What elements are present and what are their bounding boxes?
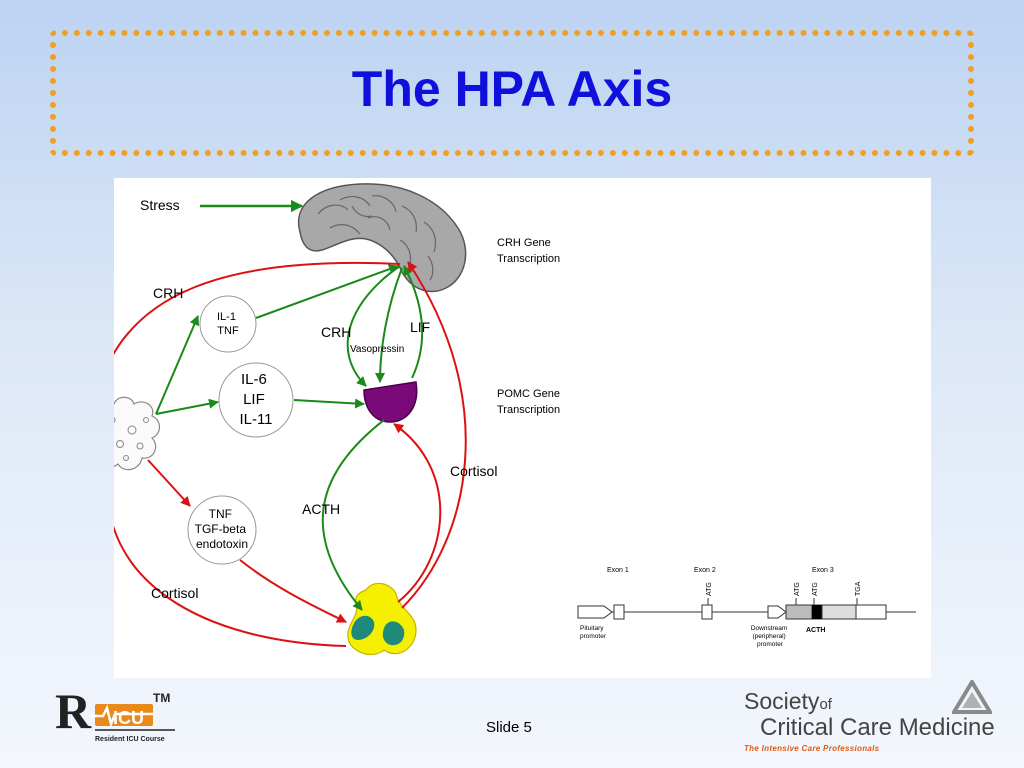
label-exon3: Exon 3 — [812, 567, 834, 574]
arrow-crh-feedback — [114, 261, 401, 356]
arrow-cortisol-to-brain — [401, 261, 467, 609]
label-pituitary-promoter: Pituitary promoter — [580, 625, 607, 640]
sccm-triangle-icon — [952, 680, 992, 714]
page-title: The HPA Axis — [351, 61, 673, 117]
ricu-logo-mark: R — [55, 684, 92, 739]
arrow-cell-to-il6 — [155, 398, 219, 415]
hpa-diagram: Stress CRH CRH LIF Vasopressin ACTH Cort… — [114, 183, 916, 655]
label-vasopressin: Vasopressin — [350, 344, 404, 355]
arrow-tnf-to-adrenal — [239, 559, 347, 623]
label-crh-gene: CRH Gene Transcription — [497, 237, 560, 265]
ricu-logo-icu: ICU — [113, 708, 144, 728]
label-cortisol-left: Cortisol — [151, 585, 198, 601]
arrow-crh-to-pituitary — [346, 265, 401, 387]
arrow-il1-to-brain — [255, 264, 399, 319]
label-pomc-gene: POMC Gene Transcription — [497, 388, 563, 416]
arrow-lif-up — [403, 265, 424, 379]
arrow-cell-to-il1 — [155, 315, 200, 415]
pomc-gene-map: Exon 1 Exon 2 Exon 3 ATG ATG ATG TGA Pit… — [577, 567, 916, 648]
label-exon1: Exon 1 — [607, 567, 629, 574]
arrow-cortisol-to-cell — [114, 524, 347, 647]
brain-icon — [297, 183, 467, 293]
pituitary-icon — [363, 381, 418, 423]
exon2-box — [701, 604, 713, 620]
pituitary-promoter-arrow — [577, 605, 613, 619]
label-exon2: Exon 2 — [694, 567, 716, 574]
label-acth: ACTH — [302, 501, 340, 517]
label-tnf-node: TNF TGF-beta endotoxin — [195, 507, 250, 551]
arrow-acth — [321, 419, 385, 611]
title-frame — [50, 30, 974, 156]
label-acth-segment: ACTH — [806, 627, 825, 634]
arrow-cell-to-tnf — [147, 459, 191, 507]
label-cortisol-right: Cortisol — [450, 463, 497, 479]
sccm-logo-tagline: The Intensive Care Professionals — [744, 744, 880, 753]
node-tnf — [187, 495, 257, 565]
sccm-logo: Societyof Critical Care Medicine The Int… — [738, 680, 1008, 756]
label-crh-left: CRH — [153, 285, 183, 301]
label-atg3: ATG — [812, 582, 819, 596]
downstream-promoter-arrow — [767, 605, 787, 619]
label-il6: IL-6 LIF IL-11 — [239, 371, 272, 428]
label-il1: IL-1 TNF — [217, 311, 239, 337]
label-tga: TGA — [855, 581, 862, 596]
label-lif-center: LIF — [410, 319, 430, 335]
adrenal-gland-icon — [347, 582, 417, 655]
ricu-logo-caption: Resident ICU Course — [95, 736, 165, 743]
arrow-vasopressin — [375, 267, 403, 383]
label-downstream-promoter: Downstream (peripheral) promoter — [751, 625, 789, 648]
exon1-box — [613, 604, 625, 620]
sccm-logo-society: Societyof — [744, 688, 832, 714]
label-stress: Stress — [140, 197, 180, 213]
node-il1 — [199, 295, 257, 353]
label-atg2: ATG — [794, 582, 801, 596]
ricu-logo-tm: TM — [153, 691, 170, 705]
arrow-cortisol-to-pituitary — [393, 423, 442, 603]
immune-cell-icon — [114, 396, 161, 471]
diagram-panel: Stress CRH CRH LIF Vasopressin ACTH Cort… — [114, 178, 931, 678]
node-il6 — [218, 362, 294, 438]
sccm-logo-of: of — [819, 696, 832, 713]
arrow-il6-to-pituitary — [293, 398, 365, 409]
label-atg1: ATG — [706, 582, 713, 596]
acth-segment — [812, 605, 822, 619]
sccm-logo-name: Critical Care Medicine — [760, 714, 995, 741]
slide-number: Slide 5 — [486, 719, 532, 736]
ricu-logo: R ICU TM Resident ICU Course — [55, 684, 175, 743]
label-crh-center: CRH — [321, 324, 351, 340]
